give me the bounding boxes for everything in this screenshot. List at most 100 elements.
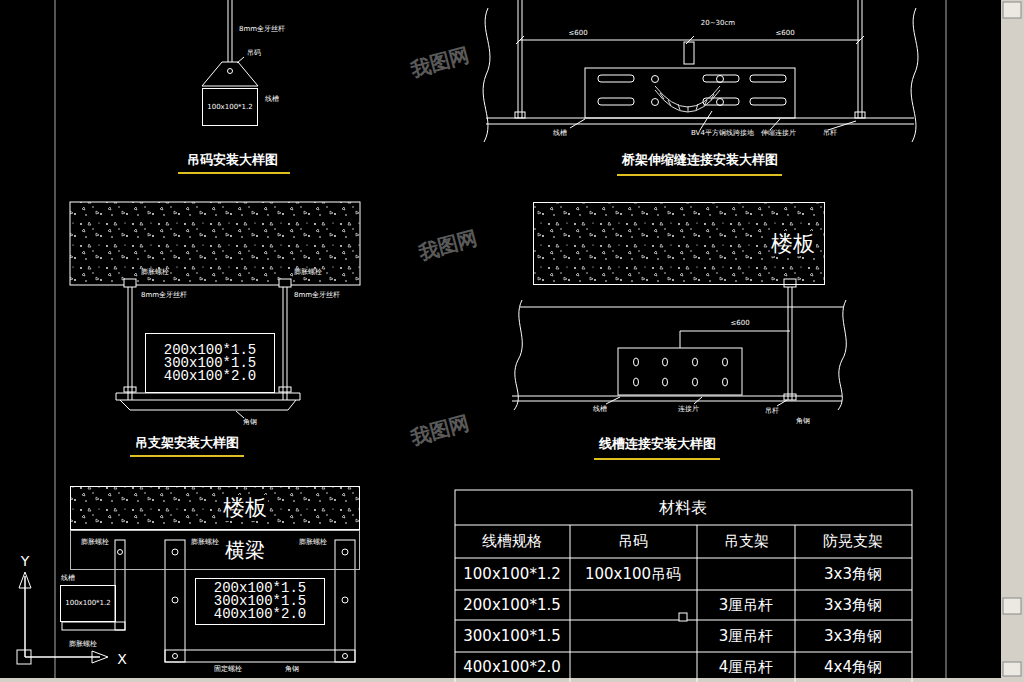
floor-slab-hatch <box>533 202 825 285</box>
frame-line <box>946 0 947 678</box>
annotation: 线槽 <box>60 575 76 583</box>
status-strip <box>0 678 1001 682</box>
annotation: 膨胀螺栓 <box>68 641 98 649</box>
cross-beam: 横梁 <box>70 530 360 570</box>
threaded-rod <box>518 0 862 118</box>
nut <box>784 394 796 400</box>
table-cell: 100x100*1.2 <box>461 566 563 583</box>
cable-tray-section: 200x100*1.5 300x100*1.5 400x100*2.0 <box>195 578 325 625</box>
axis-letter: X <box>116 652 128 667</box>
floor-slab: 楼板 <box>533 202 825 285</box>
bolt-hole <box>693 358 698 366</box>
hanger-clip <box>202 62 258 86</box>
leader-line <box>237 57 244 63</box>
watermark: 我图网 <box>406 411 474 449</box>
watermark: 我图网 <box>414 226 482 264</box>
leader-line <box>606 397 787 406</box>
scrollbar <box>1001 0 1024 682</box>
slot <box>750 75 786 82</box>
tray-edge <box>512 307 844 401</box>
detail-title: 桥架伸缩缝连接安装大样图 <box>620 153 780 167</box>
table-cell: 4厘吊杆 <box>717 659 776 676</box>
break-line <box>911 8 918 142</box>
slot <box>703 75 739 82</box>
leader-line <box>570 111 856 130</box>
nut <box>515 112 525 118</box>
anchor-bolt <box>784 279 796 287</box>
annotation: 连接片 <box>677 406 700 414</box>
table-cell: 4x4角钢 <box>822 659 884 676</box>
bolt <box>343 654 348 659</box>
node-text: 楼板 <box>770 231 816 256</box>
table-cell: 100x100吊码 <box>583 566 683 583</box>
scroll-button <box>1003 662 1021 676</box>
bolt <box>652 76 659 83</box>
annotation: 20~30cm <box>700 20 736 28</box>
nut <box>228 69 233 74</box>
table-cell: 线槽规格 <box>480 533 544 550</box>
angle-steel <box>165 650 355 662</box>
annotation: 吊码 <box>246 50 262 58</box>
annotation: 8mm全牙丝杆 <box>293 292 341 300</box>
ucs-box <box>17 650 31 664</box>
axis-letter: Y <box>20 554 31 569</box>
bolt <box>717 99 724 106</box>
braid-hatch <box>660 93 714 112</box>
bolt-hole <box>693 378 698 386</box>
table-border <box>455 490 912 682</box>
table-cell: 防晃支架 <box>821 533 885 550</box>
bolt <box>342 549 348 555</box>
bolt <box>652 99 659 106</box>
annotation: 吊杆 <box>822 130 838 138</box>
node-text: 横梁 <box>224 539 266 562</box>
node-text: 楼板 <box>222 495 268 520</box>
annotation: 角钢 <box>242 419 258 427</box>
joint-gap <box>684 42 694 64</box>
annotation: 角钢 <box>795 418 811 426</box>
grip-marker <box>679 613 687 621</box>
annotation: 8mm全牙丝杆 <box>140 292 188 300</box>
watermark: 我图网 <box>406 43 474 81</box>
table-grid <box>455 525 912 682</box>
detail-title: 吊码安装大样图 <box>185 153 280 167</box>
tray-side <box>585 68 795 118</box>
annotation: ≤600 <box>774 30 795 38</box>
slot <box>750 98 786 105</box>
bolt <box>173 654 178 659</box>
table-cell: 3x3角钢 <box>822 597 884 614</box>
break-line <box>514 300 522 410</box>
title-underline <box>130 455 244 457</box>
table-cell: 3x3角钢 <box>822 628 884 645</box>
node-text: 200x100*1.5 300x100*1.5 400x100*2.0 <box>159 344 261 383</box>
ucs-axis <box>25 576 100 657</box>
table-cell: 吊码 <box>616 533 650 550</box>
annotation: 膨胀螺栓 <box>80 539 110 547</box>
annotation: 8mm全牙丝杆 <box>238 26 286 34</box>
channel-steel <box>165 540 185 662</box>
ground-braid <box>655 86 720 112</box>
title-underline <box>594 458 720 460</box>
annotation: 线槽 <box>552 130 568 138</box>
nut <box>279 387 291 392</box>
bolt-hole <box>634 378 639 386</box>
annotation: ≤600 <box>729 320 750 328</box>
threaded-rod <box>788 285 792 400</box>
annotation: 角钢 <box>284 666 300 674</box>
table-cell: 3厘吊杆 <box>717 628 776 645</box>
title-underline <box>617 174 782 176</box>
annotation: 伸缩连接片 <box>760 130 797 138</box>
annotation: 固定螺栓 <box>213 666 243 674</box>
cable-tray-section: 200x100*1.5 300x100*1.5 400x100*2.0 <box>145 333 275 393</box>
break-line <box>838 300 846 410</box>
detail-title: 线槽连接安装大样图 <box>597 437 718 451</box>
connecting-plate <box>618 348 742 395</box>
table-cell: 200x100*1.5 <box>461 597 563 614</box>
anchor-bolt <box>124 279 136 287</box>
annotation: 膨胀螺栓 <box>190 539 220 547</box>
annotation: ≤600 <box>567 30 588 38</box>
anchor-bolt <box>279 279 291 287</box>
table-cell: 3厘吊杆 <box>717 597 776 614</box>
nut <box>855 112 865 118</box>
slot <box>598 75 634 82</box>
slot <box>598 98 634 105</box>
